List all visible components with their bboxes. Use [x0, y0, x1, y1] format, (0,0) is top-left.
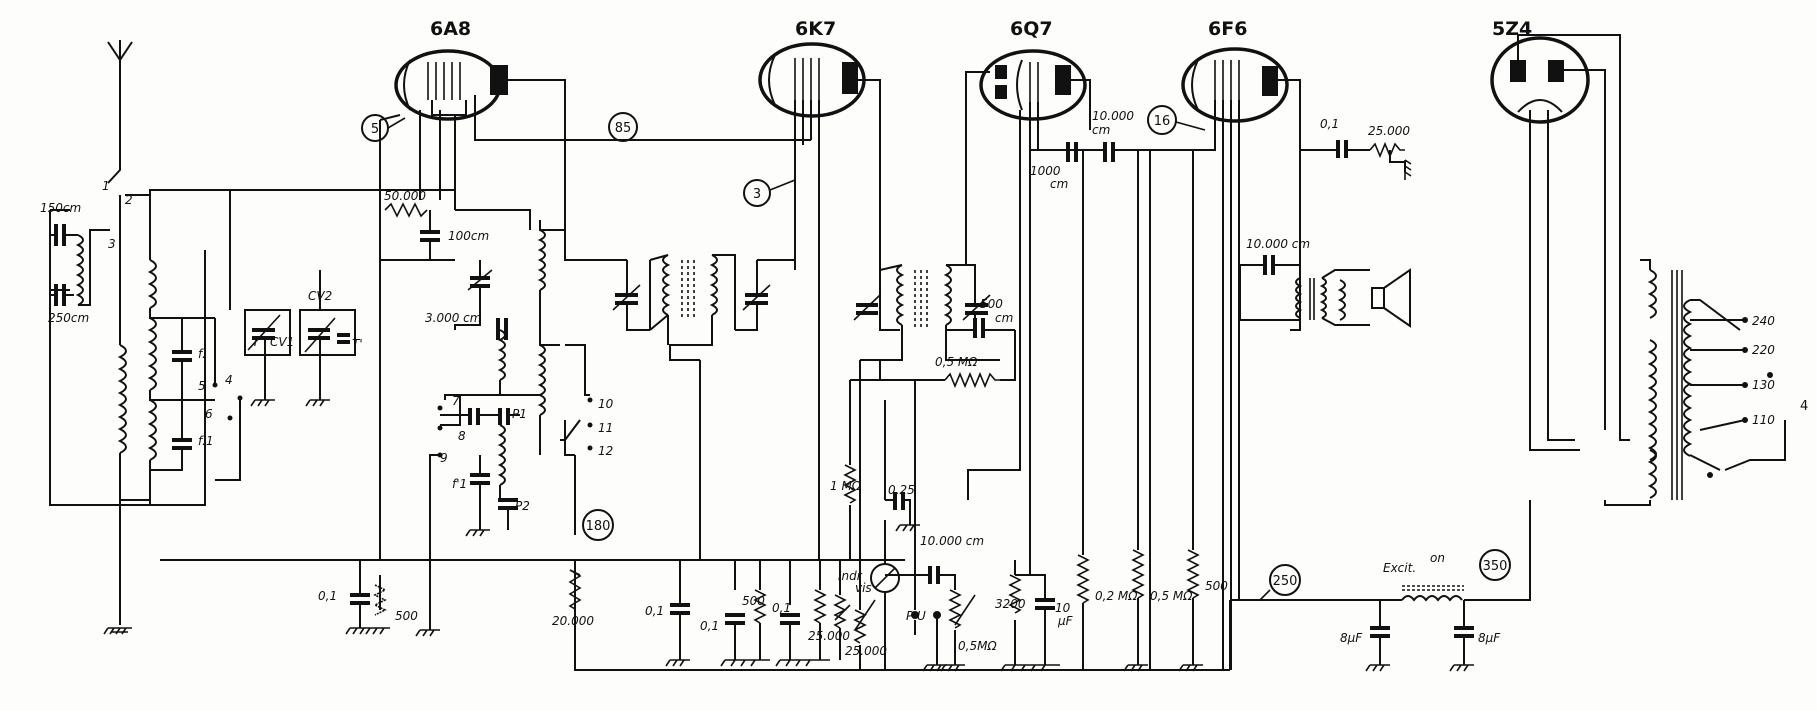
- label-t1: T': [352, 337, 363, 351]
- switch-num-4: 4: [225, 373, 233, 387]
- label-r-25000-top: 25.000: [1368, 124, 1410, 138]
- svg-text:85: 85: [615, 121, 632, 136]
- label-r-500-c: 500: [1205, 579, 1228, 593]
- label-c-250: 250cm: [48, 311, 89, 325]
- label-c-500-unit: cm: [995, 311, 1013, 325]
- label-r-20000: 20.000: [552, 614, 594, 628]
- label-c-10uf: 10: [1055, 601, 1071, 615]
- label-ind: Indr: [838, 569, 863, 583]
- svg-text:350: 350: [1483, 559, 1508, 574]
- label-c-10000-c: 10.000 cm: [920, 534, 984, 548]
- label-r-50000: 50.000: [384, 189, 426, 203]
- label-c-3000: 3.000 cm: [425, 311, 481, 325]
- circled-ref-350: 350: [1479, 549, 1511, 581]
- voltage-tap-220: 220: [1752, 343, 1775, 357]
- voltage-tap-110: 110: [1752, 413, 1775, 427]
- label-c-10000-a-unit: cm: [1092, 123, 1110, 137]
- misc-mark: 4: [1800, 399, 1808, 414]
- tube-label-6a8: 6A8: [430, 18, 471, 40]
- tube-6a8: [394, 49, 508, 121]
- label-c-8uf-b: 8μF: [1478, 631, 1501, 645]
- switch-num-9: 9: [440, 451, 448, 465]
- label-r-02m: 0,2 MΩ: [1095, 589, 1138, 603]
- switch-num-7: 7: [452, 394, 460, 408]
- svg-text:180: 180: [586, 519, 611, 534]
- label-excit-sup: on: [1430, 551, 1445, 565]
- voltage-tap-240: 240: [1752, 314, 1775, 328]
- circled-ref-180: 180: [582, 509, 614, 541]
- label-c-01-d: 0,1: [772, 601, 791, 615]
- switch-num-5: 5: [198, 379, 206, 393]
- label-r-05m: 0,5 MΩ: [935, 355, 978, 369]
- voltage-tap-130: 130: [1752, 378, 1775, 392]
- label-cv1: CV1: [270, 335, 294, 349]
- label-c-150: 150cm: [40, 201, 81, 215]
- circled-ref-85: 85: [608, 112, 638, 142]
- label-r-500-a: 500: [395, 609, 418, 623]
- label-t: T: [252, 335, 261, 349]
- label-excit: Excit.: [1383, 561, 1416, 575]
- circled-ref-16: 16: [1147, 105, 1206, 135]
- tube-label-6q7: 6Q7: [1010, 18, 1053, 40]
- speaker-icon: [1371, 268, 1411, 328]
- label-r-3200: 3200: [995, 597, 1026, 611]
- label-r-1m: 1 MΩ: [830, 479, 862, 493]
- label-r-05m-b: 0,5MΩ: [958, 639, 997, 653]
- label-c-01-c: 0,1: [700, 619, 719, 633]
- label-r-25000-c: 25.000: [845, 644, 887, 658]
- label-c-1000-unit: cm: [1050, 177, 1068, 191]
- label-c-8uf-a: 8μF: [1340, 631, 1363, 645]
- circled-ref-5: 5: [361, 114, 406, 142]
- antenna-icon: [107, 40, 133, 88]
- label-p2: P2: [515, 499, 530, 513]
- switch-num-2: 2: [125, 193, 133, 207]
- label-c-1000: 1000: [1030, 164, 1061, 178]
- tube-label-6k7: 6K7: [795, 18, 836, 40]
- label-r-500-b: 500: [742, 594, 765, 608]
- tube-label-5z4: 5Z4: [1492, 18, 1532, 40]
- label-c-01-b: 0,1: [645, 604, 664, 618]
- tube-6f6: [1181, 47, 1289, 123]
- label-pu: P U: [906, 609, 926, 623]
- label-c-10000-a: 10.000: [1092, 109, 1134, 123]
- label-c-01-a: 0,1: [318, 589, 337, 603]
- label-f1b: f'1: [452, 477, 467, 491]
- excitation-coil: [1401, 585, 1464, 602]
- label-cv2: CV2: [308, 289, 332, 303]
- svg-text:5: 5: [371, 122, 379, 137]
- label-c-100: 100cm: [448, 229, 489, 243]
- label-f1: f.1: [198, 434, 213, 448]
- circled-ref-3: 3: [743, 179, 796, 207]
- label-c-01-top: 0,1: [1320, 117, 1339, 131]
- switch-num-11: 11: [598, 421, 613, 435]
- label-r-25000-b: 25.000: [808, 629, 850, 643]
- label-r-05m-c: 0,5 MΩ: [1150, 589, 1193, 603]
- svg-text:3: 3: [753, 187, 761, 202]
- switch-num-10: 10: [598, 397, 614, 411]
- label-p1: P1: [512, 407, 527, 421]
- switch-num-6: 6: [205, 407, 213, 421]
- label-c-500: 500: [980, 297, 1003, 311]
- tube-label-6f6: 6F6: [1208, 18, 1247, 40]
- label-c-10uf-unit: μF: [1057, 614, 1074, 628]
- tube-5z4: [1490, 36, 1590, 124]
- label-c-025: 0,25: [888, 483, 915, 497]
- circled-ref-250: 250: [1259, 564, 1301, 601]
- switch-num-8: 8: [458, 429, 466, 443]
- label-c-10000-b: 10.000 cm: [1246, 237, 1310, 251]
- svg-text:250: 250: [1273, 574, 1298, 589]
- label-f: f.: [198, 347, 206, 361]
- tube-6q7: [979, 49, 1087, 121]
- switch-num-3: 3: [108, 237, 116, 251]
- label-ind-vis: vis: [855, 581, 872, 595]
- switch-num-12: 12: [598, 444, 613, 458]
- tuning-indicator: [870, 563, 900, 593]
- switch-num-1: 1: [102, 179, 110, 193]
- svg-text:16: 16: [1154, 114, 1171, 129]
